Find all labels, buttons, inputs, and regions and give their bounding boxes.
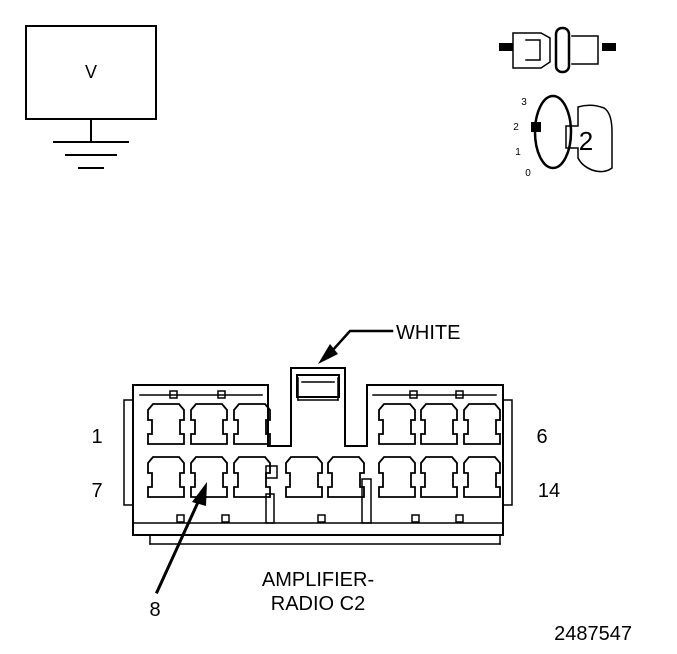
pin-cavity-3 — [233, 403, 271, 445]
pin-label-top-left: 1 — [91, 426, 102, 448]
connector-name-line1: AMPLIFIER- — [262, 569, 374, 591]
pin-cavity-8 — [190, 456, 228, 498]
connector-face — [123, 367, 513, 545]
ignition-key-icon: 3 2 1 0 2 — [513, 94, 613, 179]
ignition-position-1: 1 — [515, 147, 521, 158]
ground-icon — [53, 118, 129, 169]
pin-cavity-2 — [190, 403, 228, 445]
ignition-position-marker — [531, 122, 541, 132]
connector-latch — [296, 374, 340, 398]
pin-pointer-arrow — [155, 482, 207, 594]
pin-cavity-1 — [147, 403, 185, 445]
pin-label-top-right: 6 — [536, 426, 547, 448]
voltmeter-symbol: V — [25, 25, 157, 169]
figure-id: 2487547 — [554, 623, 632, 645]
pin-cavity-12 — [378, 456, 416, 498]
connector-color-label: WHITE — [396, 322, 460, 344]
pin-cavity-13 — [420, 456, 458, 498]
connector-plug-icon — [499, 26, 616, 74]
pin-cavity-7 — [147, 456, 185, 498]
pin-cavity-9 — [233, 456, 271, 498]
top-pin-row — [147, 403, 501, 445]
pin-cavity-4 — [378, 403, 416, 445]
pin-cavity-14 — [463, 456, 501, 498]
pin-cavity-5 — [420, 403, 458, 445]
connector-name-line2: RADIO C2 — [271, 593, 365, 615]
pin-cavity-10 — [285, 456, 323, 498]
pin-cavity-6 — [463, 403, 501, 445]
pin-cavity-11 — [327, 456, 365, 498]
connector-detail-marks — [169, 390, 464, 524]
ignition-position-2: 2 — [513, 122, 519, 133]
ignition-position-3: 3 — [521, 97, 527, 108]
ignition-position-0: 0 — [525, 168, 531, 179]
voltmeter-label: V — [85, 62, 97, 82]
pin-label-bottom-right: 14 — [538, 480, 560, 502]
color-pointer-arrow — [318, 329, 394, 364]
pin-label-bottom-left: 7 — [91, 480, 102, 502]
pin-pointer-label: 8 — [149, 599, 160, 621]
ignition-key-label: 2 — [579, 126, 593, 156]
